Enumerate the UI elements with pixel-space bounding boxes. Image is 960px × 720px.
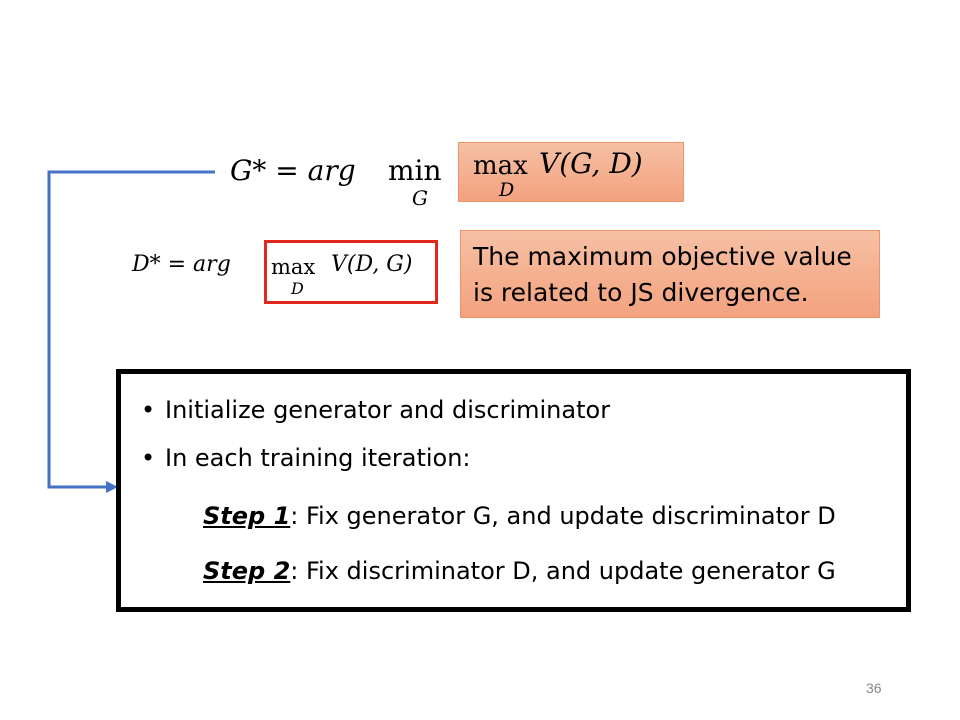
value-function: V(D, G) (331, 252, 413, 277)
training-algorithm-box: •Initialize generator and discriminator … (116, 369, 911, 612)
discriminator-equation-lhs: D* = arg (132, 252, 231, 277)
step-1-label: Step 1 (203, 502, 291, 530)
bullet-icon: • (141, 444, 156, 472)
js-divergence-note: The maximum objective value is related t… (460, 230, 880, 318)
value-function: V(G, D) (539, 147, 643, 180)
bullet-initialize: • Initialize generator and discriminator (141, 396, 610, 424)
step-2: Step 2: Fix discriminator D, and update … (203, 557, 836, 585)
max-operator: max (473, 151, 528, 181)
generator-equation-lhs: G* = arg (230, 154, 356, 187)
min-operator: min (388, 154, 442, 187)
page-number: 36 (866, 680, 882, 696)
step-1: Step 1: Fix generator G, and update disc… (203, 502, 836, 530)
max-subscript: D (291, 279, 304, 298)
step-1-text: : Fix generator G, and update discrimina… (290, 502, 836, 530)
bullet-text: Initialize generator and discriminator (165, 396, 611, 424)
step-2-text: : Fix discriminator D, and update genera… (290, 557, 836, 585)
note-line-1: The maximum objective value (473, 242, 852, 271)
bullet-text: In each training iteration: (165, 444, 471, 472)
max-subscript: D (499, 179, 515, 201)
bullet-iteration: • In each training iteration: (141, 444, 471, 472)
bullet-icon: • (141, 396, 156, 424)
max-value-highlight-box: max D V(G, D) (458, 142, 684, 202)
max-operator: max (271, 255, 316, 279)
step-2-label: Step 2 (203, 557, 291, 585)
min-subscript: G (412, 186, 428, 210)
max-term-red-box: max D V(D, G) (264, 240, 438, 304)
note-line-2: is related to JS divergence. (473, 278, 809, 307)
